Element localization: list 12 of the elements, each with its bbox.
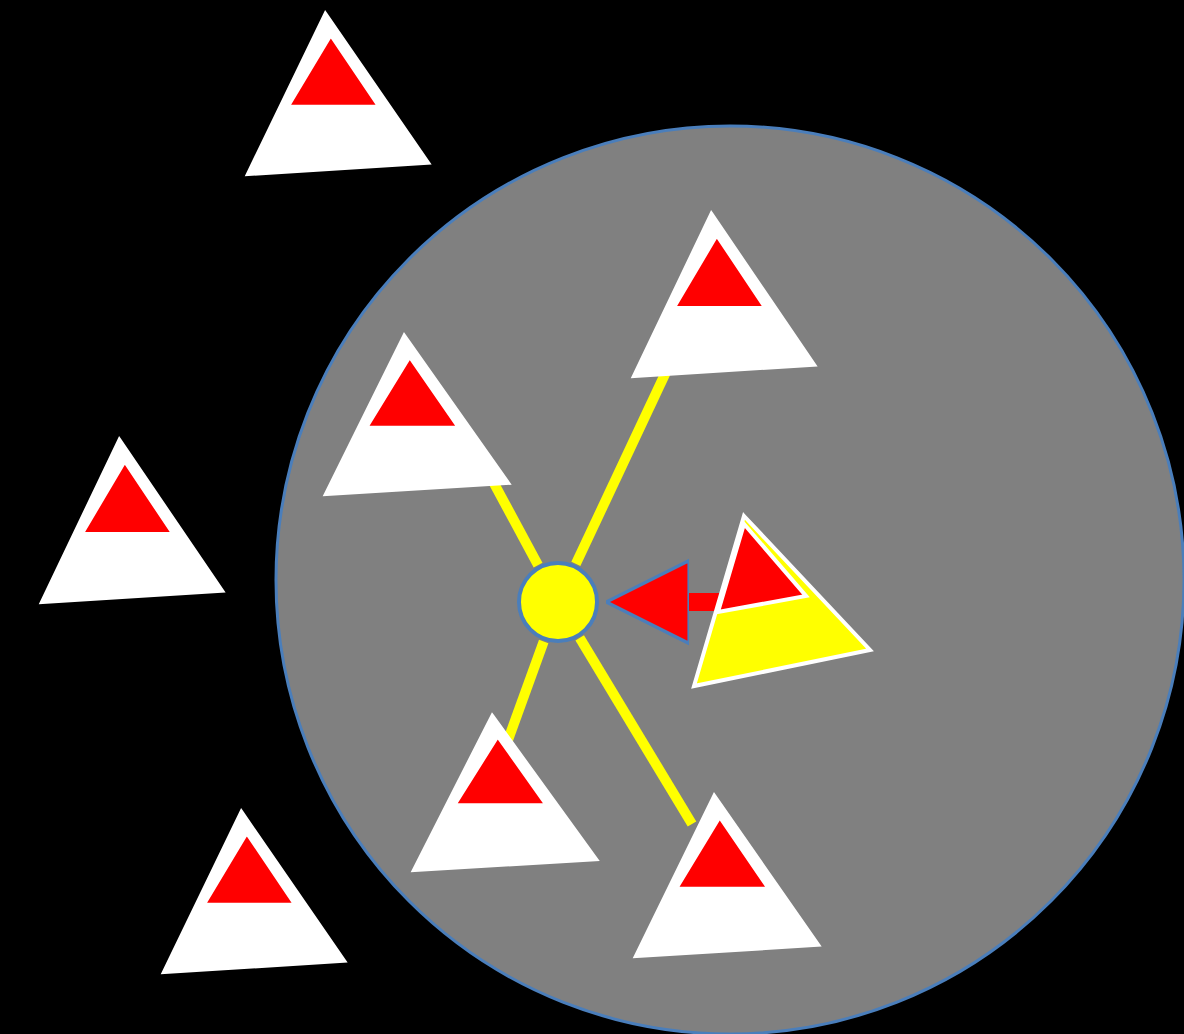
triangle-marker — [326, 336, 508, 494]
arrow — [604, 558, 720, 646]
triangle-marker — [634, 214, 814, 376]
triangle-marker — [164, 812, 344, 972]
triangle-marker — [248, 14, 428, 174]
connector-line — [575, 635, 697, 827]
highlighted-triangle — [694, 516, 870, 686]
connector-line — [503, 639, 549, 742]
triangle-marker — [414, 716, 596, 870]
triangle-marker — [636, 796, 818, 956]
center-node — [516, 560, 600, 644]
triangle-marker — [42, 440, 222, 602]
